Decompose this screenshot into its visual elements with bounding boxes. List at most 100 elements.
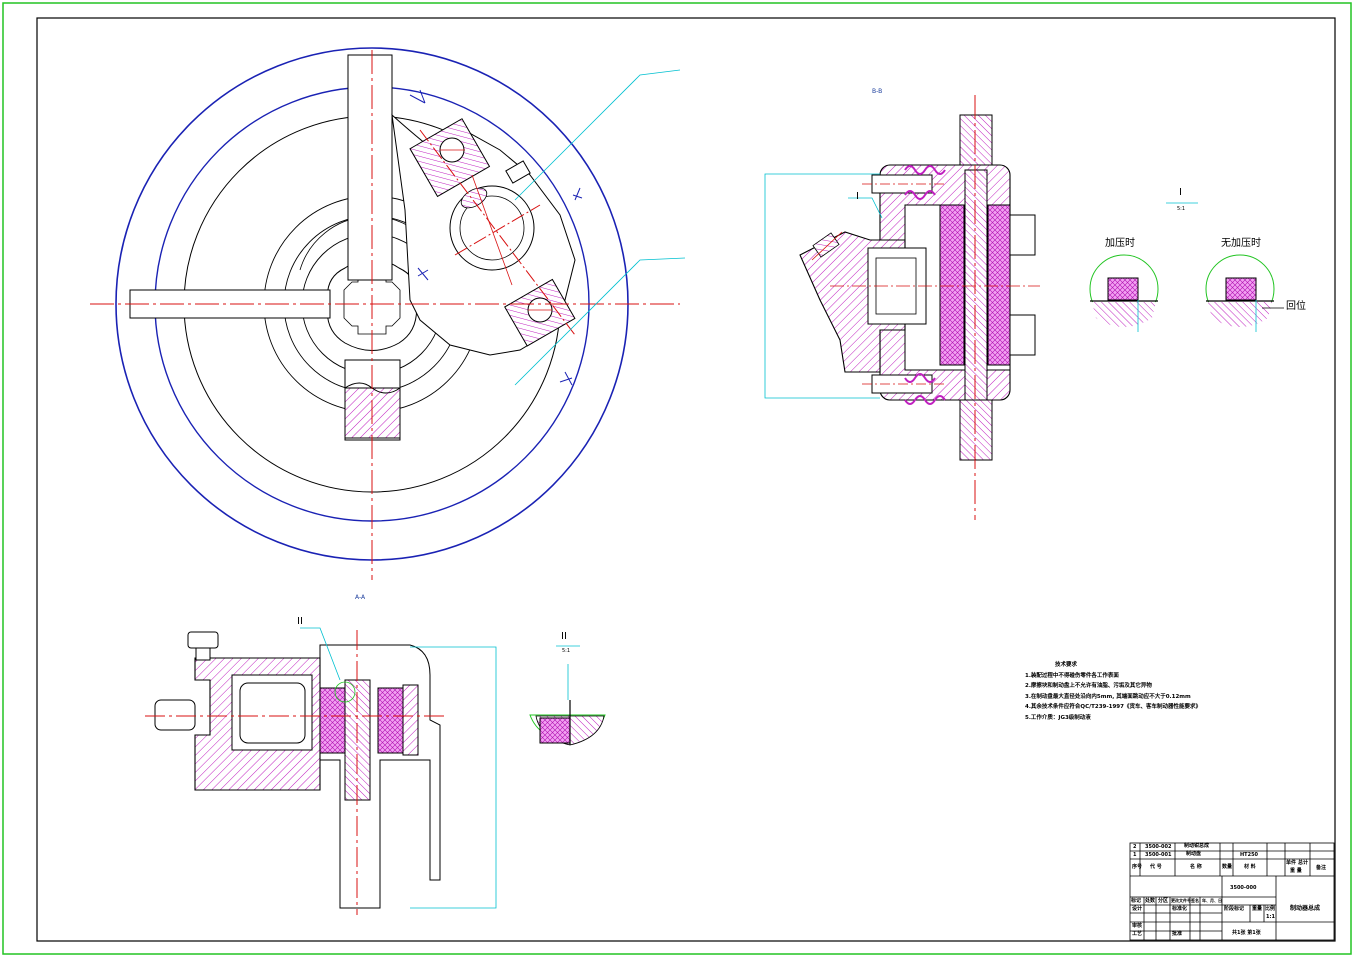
tb-sheets: 共1张 第1张 [1232, 930, 1261, 936]
centerline-caliper-1 [419, 129, 576, 336]
tb-row1-code: 3500-001 [1145, 852, 1172, 858]
centerline-caliper-2 [454, 204, 541, 256]
tb-row1-name: 制动盘 [1186, 851, 1202, 857]
notes-item: 3.在制动盘最大直径处沿向内5mm, 其端面跳动应不大于0.12mm [1025, 693, 1191, 700]
centerline-caliper-3 [471, 174, 513, 286]
detail-i-released-housing [1208, 302, 1272, 327]
detail-i [1089, 202, 1284, 332]
tb-row2-no: 2 [1133, 844, 1137, 850]
tb-header-weight: 重 量 [1290, 868, 1302, 874]
knuckle-arm-top [347, 54, 393, 281]
aa-pad-outer [377, 687, 404, 754]
tb-scale-value: 1:1 [1266, 914, 1275, 920]
bb-dimension [764, 173, 880, 399]
detail-i-scale: 5:1 [1177, 206, 1186, 212]
caliper-bore [459, 195, 525, 261]
aa-dimension [410, 646, 497, 909]
section-aa-label: A-A [355, 594, 366, 601]
outer-finger-2 [1009, 314, 1036, 356]
inner-pad [939, 204, 965, 366]
aa-detail-II-mark [334, 681, 356, 703]
detail-i-title: I [1179, 187, 1182, 198]
tb-row2-name: 制动钳总成 [1184, 843, 1210, 849]
aa-piston [239, 682, 306, 744]
tb-role-design: 设计 [1132, 906, 1143, 912]
detail-i-pressed-seal [1107, 277, 1139, 301]
aa-outer-leg [402, 684, 419, 756]
detail-ii-pad [539, 717, 571, 744]
notes-item: 2.摩擦块和制动盘上不允许有油脂、污垢及其它异物 [1025, 683, 1152, 689]
title-block [1129, 842, 1335, 941]
notes-item: 5.工作介质：JG3级制动液 [1025, 714, 1091, 721]
inner-border [36, 17, 1336, 942]
released-label: 无加压时 [1221, 238, 1261, 249]
tb-stage: 阶段标记 [1224, 906, 1245, 912]
tb-header-weight-total: 总计 [1298, 860, 1309, 866]
tb-header-weight-unit: 单件 [1286, 860, 1297, 866]
tb-scale: 比例 [1265, 906, 1276, 912]
notes-item: 4.其余技术条件应符合QC/T239-1997《货车、客车制动器性能要求》 [1025, 704, 1201, 710]
tb-approve: 批准 [1172, 931, 1183, 937]
tb-header-no: 序号 [1132, 864, 1143, 870]
tb-sign-change: 更改文件号 [1171, 898, 1191, 903]
aa-pad-inner [319, 687, 346, 754]
leader-I-label: I [856, 191, 859, 202]
tb-drawing-title: 制动器总成 [1290, 905, 1321, 912]
tb-role-review: 审核 [1132, 923, 1143, 929]
title-block-frame [1129, 842, 1335, 941]
tb-row2-code: 3500-002 [1145, 844, 1172, 850]
detail-ii-scale: 5:1 [562, 648, 571, 654]
notes-heading: 技术要求 [1055, 662, 1078, 668]
outer-pad [987, 204, 1011, 366]
leader-II-label: II [297, 616, 303, 627]
leader-line-1 [514, 69, 681, 201]
pressed-label: 加压时 [1105, 238, 1135, 249]
tb-row1-material: HT250 [1240, 852, 1259, 858]
return-label: 回位 [1286, 301, 1306, 312]
aa-bolt [195, 647, 211, 661]
detail-i-pressed-housing [1092, 302, 1156, 327]
detail-ii [529, 645, 606, 746]
disc-hat-bottom [959, 399, 993, 461]
tb-sign-mark: 标记 [1131, 898, 1142, 904]
tb-header-remark: 备注 [1316, 865, 1327, 871]
boot-bottom [904, 373, 946, 405]
outer-finger [1009, 214, 1036, 256]
cut-mark-b [409, 89, 426, 104]
detail-ii-title: II [561, 631, 567, 642]
section-a-view [145, 627, 497, 915]
tb-row1-no: 1 [1133, 852, 1137, 858]
tb-sign-zone: 分区 [1158, 898, 1169, 904]
brake-disc-section [964, 169, 988, 401]
section-b-view [764, 95, 1040, 520]
cut-mark-a2 [559, 371, 573, 386]
tb-sign-signature: 签名 [1191, 898, 1199, 903]
cut-mark-b2 [417, 267, 429, 281]
tb-std: 标准化 [1172, 906, 1188, 912]
notes-item: 1.装配过程中不得碰伤零件各工作表面 [1025, 672, 1119, 679]
aa-inlet [154, 699, 196, 731]
tb-sign-count: 处数 [1145, 898, 1156, 904]
leader-line-2 [514, 257, 686, 386]
tb-header-name: 名 称 [1190, 864, 1202, 870]
tb-header-qty: 数量 [1222, 864, 1233, 870]
boot-top [904, 165, 946, 200]
aa-leader-II [300, 627, 341, 681]
tb-role-process: 工艺 [1132, 931, 1143, 937]
bb-leader-I [848, 197, 883, 219]
tb-header-material: 材 料 [1244, 864, 1256, 870]
section-bb-label: B-B [872, 88, 883, 95]
front-view [90, 47, 686, 580]
aa-bolt-head [187, 631, 219, 649]
disc-hat-top [959, 114, 993, 171]
tb-weight: 重量 [1252, 906, 1263, 912]
technical-notes: 技术要求 1.装配过程中不得碰伤零件各工作表面 2.摩擦块和制动盘上不允许有油脂… [1025, 660, 1201, 723]
tb-drawing-no: 3500-000 [1230, 885, 1257, 891]
detail-i-released-seal [1225, 277, 1257, 301]
bb-centerline-bleeder [811, 231, 843, 261]
cut-mark-a [572, 187, 583, 201]
tb-sign-date: 年、月、日 [1202, 898, 1222, 903]
